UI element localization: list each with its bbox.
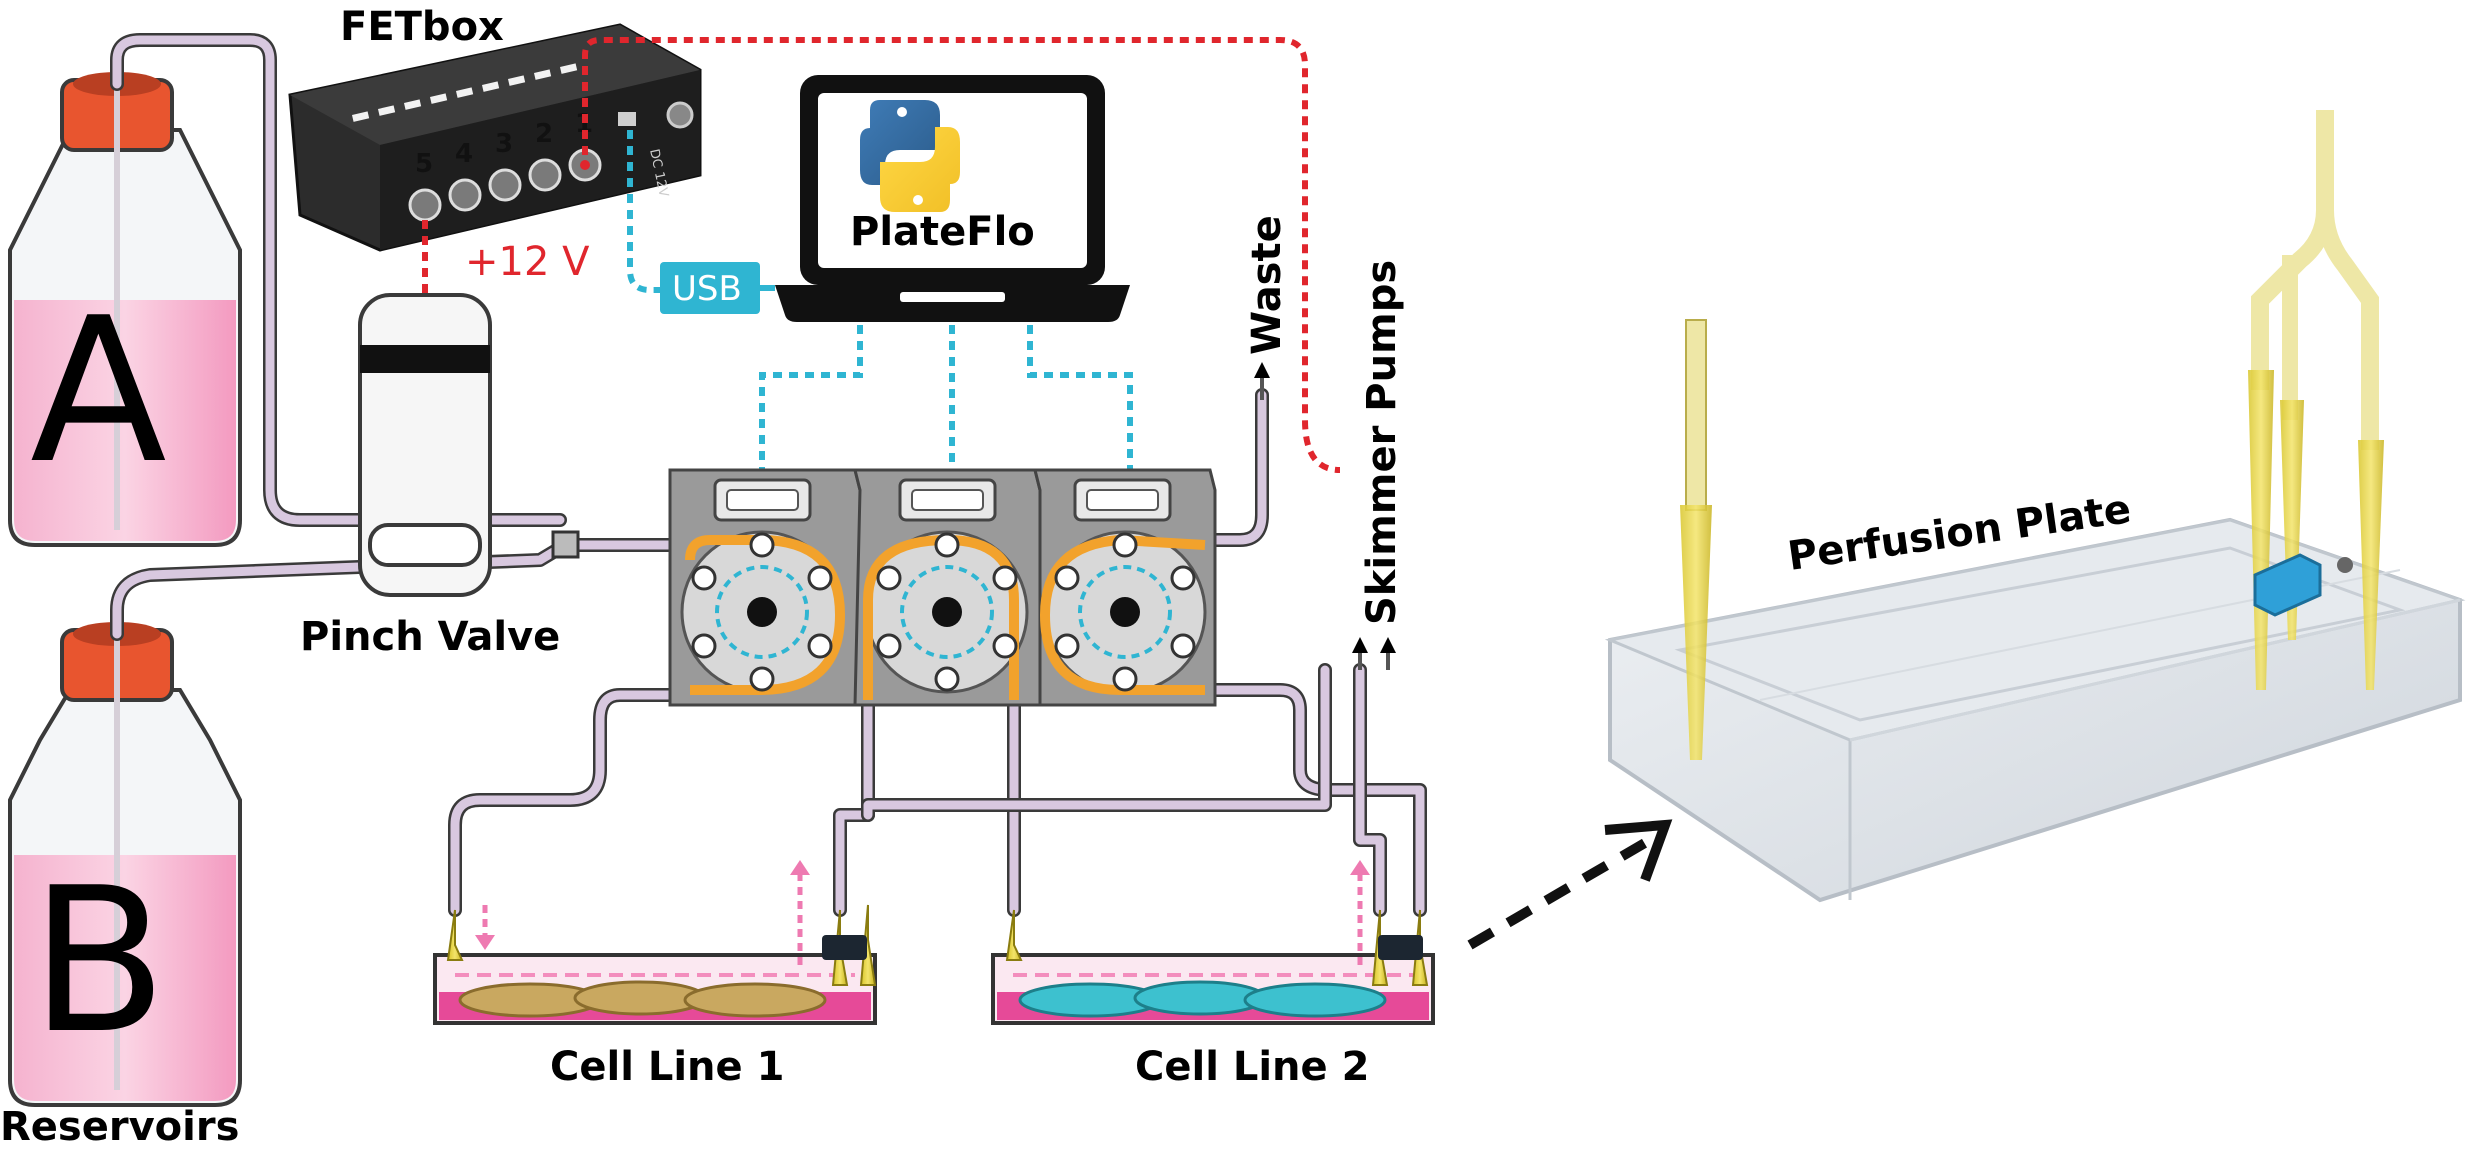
cell-line-1-well — [433, 860, 877, 1025]
fetbox-dc-jack — [666, 101, 694, 129]
cell-line-1-label: Cell Line 1 — [550, 1044, 784, 1090]
svg-text:1: 1 — [575, 109, 593, 139]
tubing — [110, 33, 1427, 917]
pinch-valve-label: Pinch Valve — [300, 614, 560, 660]
plateflo-label: PlateFlo — [850, 209, 1035, 255]
usb-label: USB — [672, 269, 742, 309]
fetbox-ports — [408, 148, 602, 222]
cell-line-2-label: Cell Line 2 — [1135, 1044, 1369, 1090]
reservoirs-label: Reservoirs — [0, 1104, 239, 1149]
peristaltic-pump-icon — [668, 468, 1217, 707]
reservoir-b-label: B — [30, 845, 167, 1078]
svg-text:5: 5 — [415, 149, 433, 179]
perfusion-plate — [1604, 110, 2466, 903]
pump-3 — [1033, 468, 1217, 707]
pinch-valve-icon — [358, 293, 580, 597]
fetbox-label: FETbox — [340, 4, 504, 50]
reservoir-a-label: A — [30, 275, 167, 508]
pump-2 — [853, 468, 1042, 707]
reservoir-bottle-a: A — [8, 72, 242, 547]
fetbox-port-numbers: 5 4 3 2 1 — [415, 109, 593, 179]
plate-pointer-arrow-icon — [1467, 835, 1653, 950]
python-logo-icon — [860, 100, 960, 212]
cell-line-2-well — [991, 860, 1435, 1025]
svg-text:2: 2 — [535, 119, 553, 149]
reservoir-bottle-b: B — [8, 622, 242, 1107]
pump-1 — [668, 468, 862, 707]
usb-badge — [660, 262, 760, 314]
waste-label: Waste — [1244, 215, 1290, 355]
fetbox-vents — [352, 63, 578, 122]
voltage-label: +12 V — [465, 239, 590, 285]
svg-text:3: 3 — [495, 129, 513, 159]
skimmer-pumps-label: Skimmer Pumps — [1359, 260, 1405, 625]
fetbox: 5 4 3 2 1 DC 12V — [288, 23, 702, 252]
fetbox-usb-port — [618, 112, 636, 126]
power-line-skimmer — [582, 37, 1341, 473]
laptop-icon: PlateFlo — [775, 75, 1130, 322]
laptop-pump-links — [759, 325, 1133, 470]
svg-text:4: 4 — [455, 139, 473, 169]
